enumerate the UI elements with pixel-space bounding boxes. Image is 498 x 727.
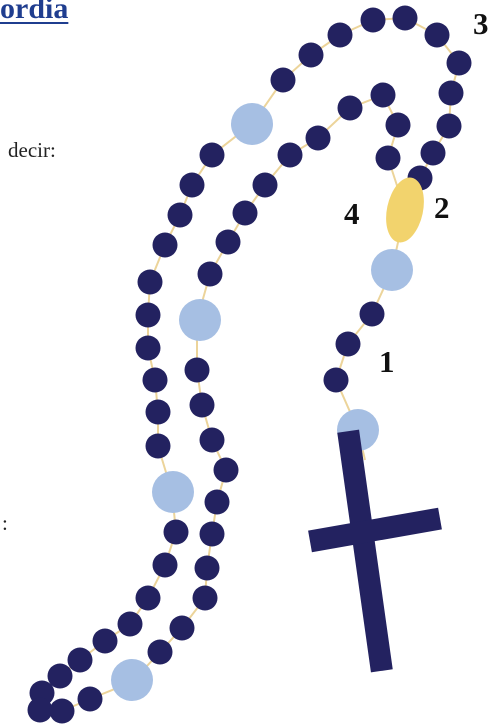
small-bead <box>47 663 73 689</box>
small-bead <box>270 67 296 93</box>
small-bead <box>142 367 168 393</box>
small-bead <box>438 80 464 106</box>
small-bead <box>135 335 161 361</box>
small-bead <box>92 628 118 654</box>
small-bead <box>184 357 210 383</box>
small-bead <box>305 125 331 151</box>
small-bead <box>252 172 278 198</box>
small-bead <box>117 611 143 637</box>
small-bead <box>360 7 386 33</box>
small-bead <box>199 427 225 453</box>
small-bead <box>232 200 258 226</box>
large-bead <box>152 471 194 513</box>
small-bead <box>420 140 446 166</box>
small-bead <box>192 585 218 611</box>
large-bead <box>179 299 221 341</box>
large-bead <box>111 659 153 701</box>
small-bead <box>179 172 205 198</box>
small-bead <box>424 22 450 48</box>
small-bead <box>446 50 472 76</box>
small-bead <box>189 392 215 418</box>
small-bead <box>163 519 189 545</box>
small-bead <box>323 367 349 393</box>
small-bead <box>67 647 93 673</box>
small-bead <box>197 261 223 287</box>
small-bead <box>277 142 303 168</box>
small-bead <box>167 202 193 228</box>
small-bead <box>135 302 161 328</box>
small-bead <box>145 433 171 459</box>
small-bead <box>152 232 178 258</box>
small-bead <box>436 113 462 139</box>
small-bead <box>145 399 171 425</box>
small-bead <box>327 22 353 48</box>
small-bead <box>385 112 411 138</box>
small-bead <box>152 552 178 578</box>
small-bead <box>375 145 401 171</box>
small-bead <box>359 301 385 327</box>
cross-icon <box>308 429 442 673</box>
small-bead <box>137 269 163 295</box>
small-bead <box>335 331 361 357</box>
small-bead <box>199 521 225 547</box>
body-text-fragment-2: : <box>2 511 8 535</box>
small-bead <box>298 42 324 68</box>
step-number-3: 3 <box>473 6 489 41</box>
small-bead <box>147 639 173 665</box>
small-bead <box>135 585 161 611</box>
center-medal-icon <box>386 177 424 243</box>
small-bead <box>337 95 363 121</box>
page-title: ordia <box>0 0 69 25</box>
body-text-fragment-1: decir: <box>8 138 56 162</box>
step-number-2: 2 <box>434 190 450 225</box>
small-bead <box>194 555 220 581</box>
small-bead <box>169 615 195 641</box>
small-bead <box>213 457 239 483</box>
step-number-4: 4 <box>344 196 360 231</box>
small-bead <box>392 5 418 31</box>
large-bead <box>371 249 413 291</box>
small-bead <box>204 489 230 515</box>
rosary-beads <box>27 5 472 724</box>
large-bead <box>231 103 273 145</box>
small-bead <box>370 82 396 108</box>
small-bead <box>199 142 225 168</box>
small-bead <box>215 229 241 255</box>
small-bead <box>49 698 75 724</box>
small-bead <box>27 697 53 723</box>
small-bead <box>77 686 103 712</box>
step-number-1: 1 <box>379 344 395 379</box>
